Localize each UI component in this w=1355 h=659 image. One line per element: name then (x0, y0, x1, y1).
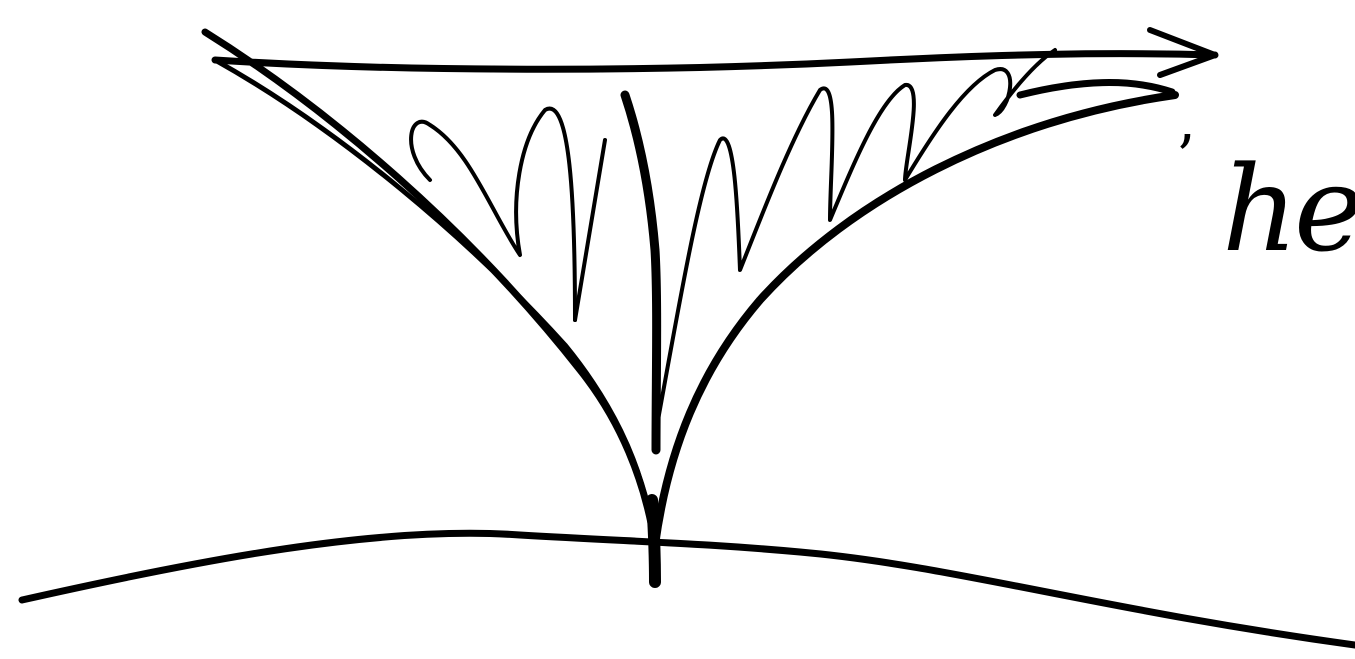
zigzag-left-pair (575, 140, 605, 320)
funnel-left-outer (205, 32, 655, 545)
handwritten-comma-mark: ’ (1176, 128, 1195, 188)
handwritten-word: het (1222, 150, 1355, 268)
arrow-lower-stroke (1020, 83, 1172, 95)
zigzag-center-spike (625, 95, 657, 450)
funnel-stem (652, 500, 655, 582)
ground-curve (22, 533, 1355, 645)
top-line (215, 54, 1215, 70)
